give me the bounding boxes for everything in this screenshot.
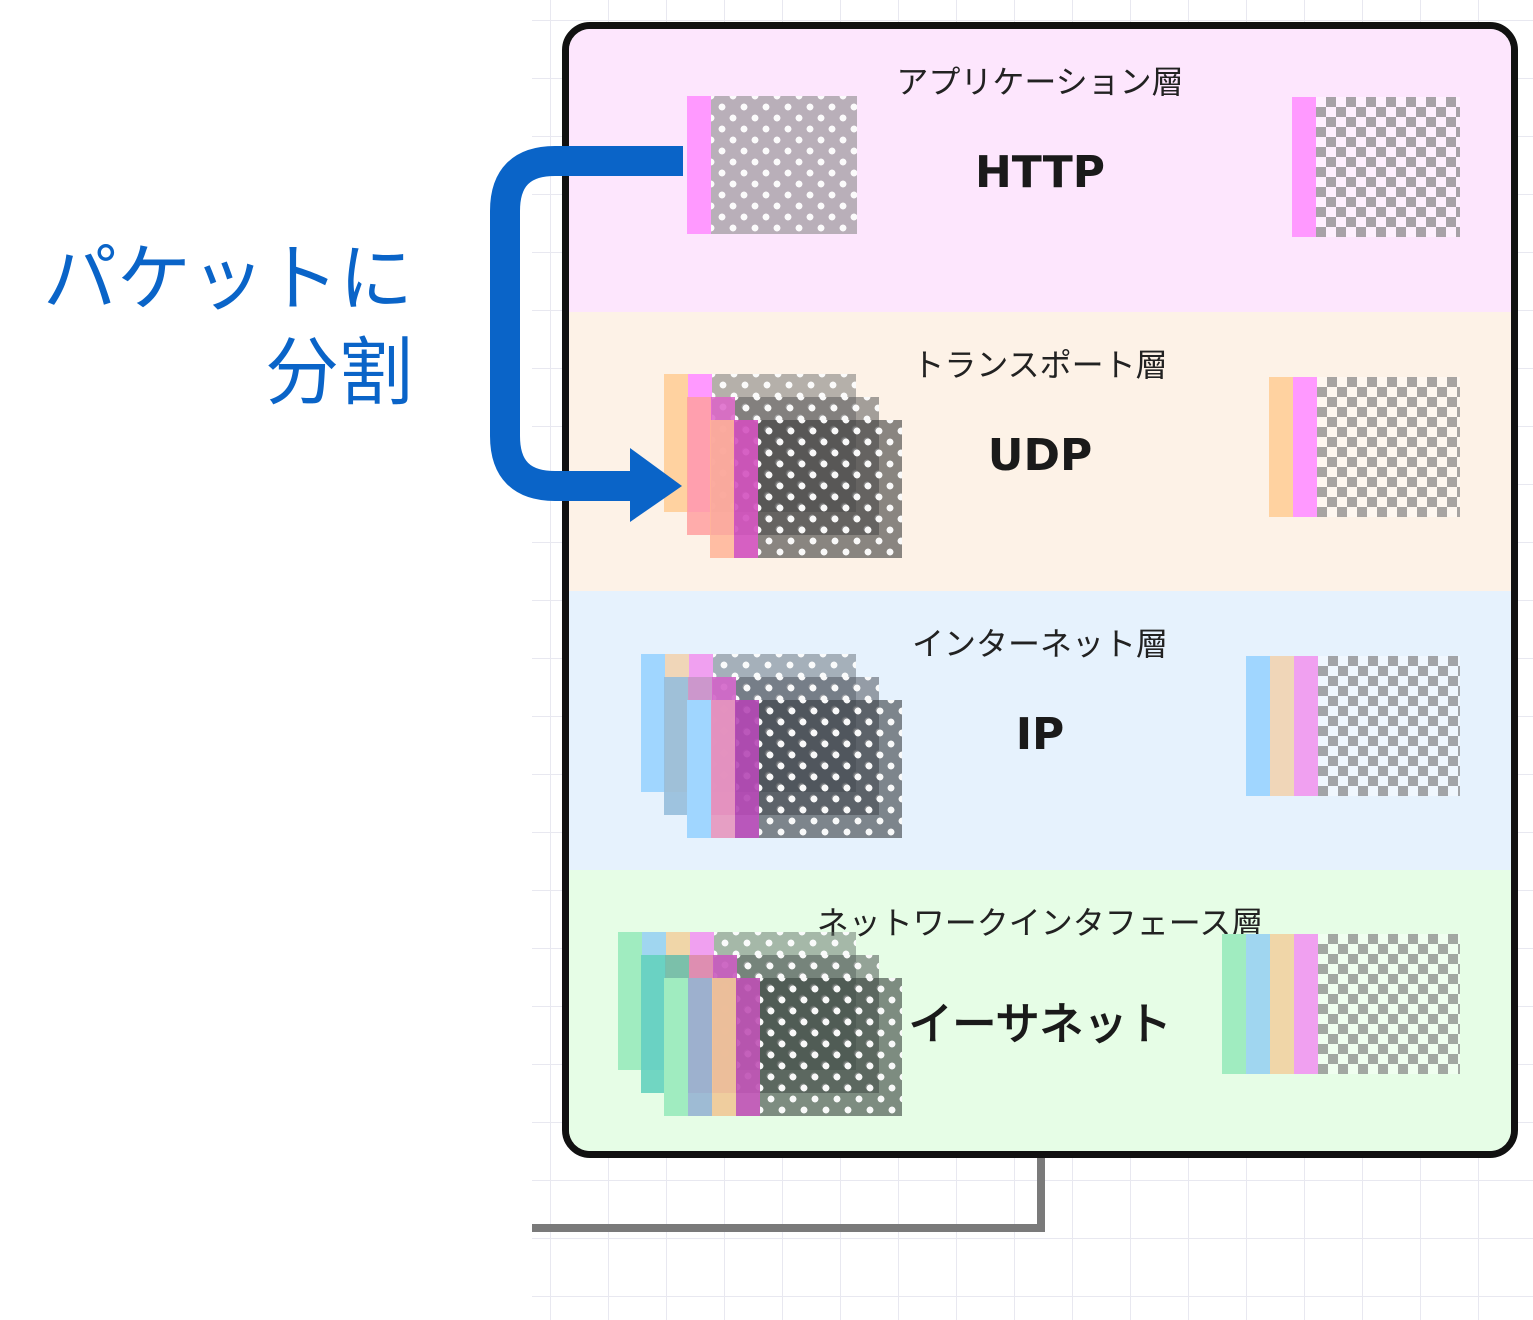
eth-header-right (1222, 934, 1246, 1074)
http-data-left (711, 96, 857, 234)
protocol-udp: UDP (987, 430, 1093, 481)
http-header-right (1292, 97, 1316, 237)
eth-pkt3-eth (664, 978, 688, 1116)
split-label-line1: パケットに (43, 236, 413, 322)
udp-pkt2-udp (687, 397, 711, 535)
protocol-ethernet: イーサネット (908, 999, 1172, 1050)
layer-transport: トランスポート層 UDP (569, 312, 1511, 591)
protocol-http: HTTP (974, 147, 1106, 198)
ip-pkt3-udp (711, 700, 735, 838)
layer-internet: インターネット層 IP (569, 591, 1511, 870)
udp-data-right (1317, 377, 1460, 517)
layer-name-internet: インターネット層 (911, 625, 1168, 663)
ip-pkt3-http (735, 700, 759, 838)
ip-pkt1-ip (641, 654, 665, 792)
layer-name-application: アプリケーション層 (896, 63, 1184, 101)
ip-udp-right (1270, 656, 1294, 796)
eth-pkt2-eth (641, 955, 665, 1093)
http-header-left (687, 96, 711, 234)
ip-pkt2-ip (664, 677, 688, 815)
split-label-line2: 分割 (265, 330, 413, 416)
layer-name-transport: トランスポート層 (912, 346, 1168, 384)
udp-pkt3-http (734, 420, 758, 558)
http-data-right (1316, 97, 1460, 237)
udp-header-right (1269, 377, 1293, 517)
protocol-stack: アプリケーション層 HTTP トランスポート層 UDP インターネット層 IP (562, 22, 1518, 1158)
udp-pkt3-udp (710, 420, 734, 558)
udp-http-right (1293, 377, 1317, 517)
layer-name-network-interface: ネットワークインタフェース層 (816, 904, 1264, 942)
ip-pkt3-data (759, 700, 902, 838)
layer-network-interface: ネットワークインタフェース層 イーサネット (569, 870, 1511, 1151)
eth-http-right (1294, 934, 1318, 1074)
eth-data-right (1318, 934, 1460, 1074)
eth-pkt3-http (736, 978, 760, 1116)
ip-http-right (1294, 656, 1318, 796)
eth-pkt3-data (760, 978, 902, 1116)
eth-ip-right (1246, 934, 1270, 1074)
eth-pkt3-udp (712, 978, 736, 1116)
ip-header-right (1246, 656, 1270, 796)
eth-udp-right (1270, 934, 1294, 1074)
eth-pkt1-eth (618, 932, 642, 1070)
eth-pkt3-ip (688, 978, 712, 1116)
protocol-ip: IP (1015, 709, 1065, 760)
split-packets-label: パケットに 分割 (0, 232, 413, 420)
ip-data-right (1318, 656, 1460, 796)
udp-pkt3-data (758, 420, 902, 558)
layer-application: アプリケーション層 HTTP (569, 29, 1511, 312)
ip-pkt3-ip (687, 700, 711, 838)
